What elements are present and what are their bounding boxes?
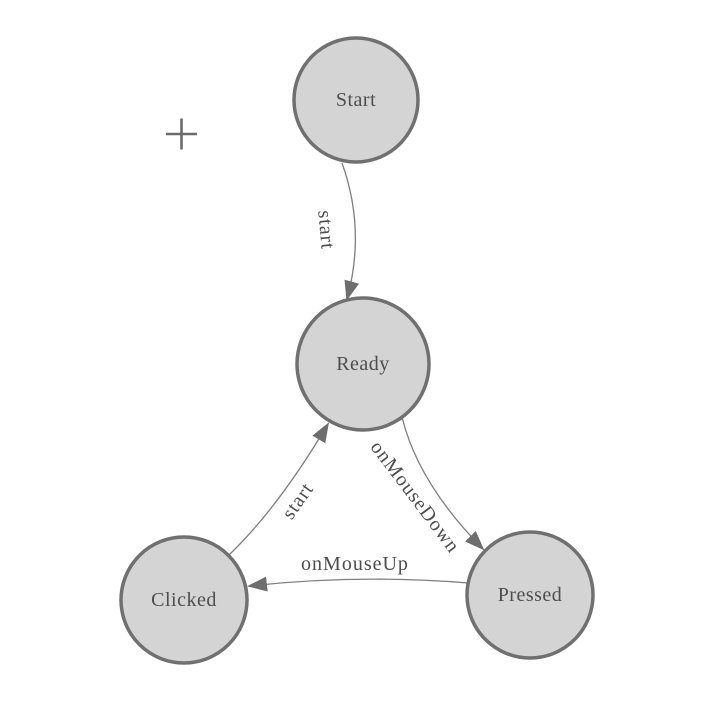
- transition-label-pressed-to-clicked: onMouseUp: [301, 553, 409, 575]
- transition-edge-pressed-to-clicked[interactable]: [247, 576, 469, 592]
- transition-edge-start-to-ready[interactable]: [341, 162, 360, 301]
- crosshair-cursor-icon: [166, 118, 197, 150]
- state-node-label-clicked: Clicked: [151, 589, 217, 611]
- state-node-clicked[interactable]: [119, 535, 249, 665]
- state-node-ready[interactable]: [295, 296, 431, 432]
- state-node-label-start: Start: [336, 89, 376, 111]
- state-node-pressed[interactable]: [465, 530, 595, 660]
- transition-edge-ready-to-pressed[interactable]: [401, 416, 485, 551]
- state-node-label-pressed: Pressed: [498, 584, 563, 606]
- transition-label-start-to-ready: start: [313, 209, 338, 250]
- state-node-start[interactable]: [292, 36, 420, 164]
- state-node-label-ready: Ready: [336, 353, 390, 375]
- transition-edge-clicked-to-ready[interactable]: [228, 422, 330, 556]
- transition-label-clicked-to-ready: start: [278, 479, 319, 524]
